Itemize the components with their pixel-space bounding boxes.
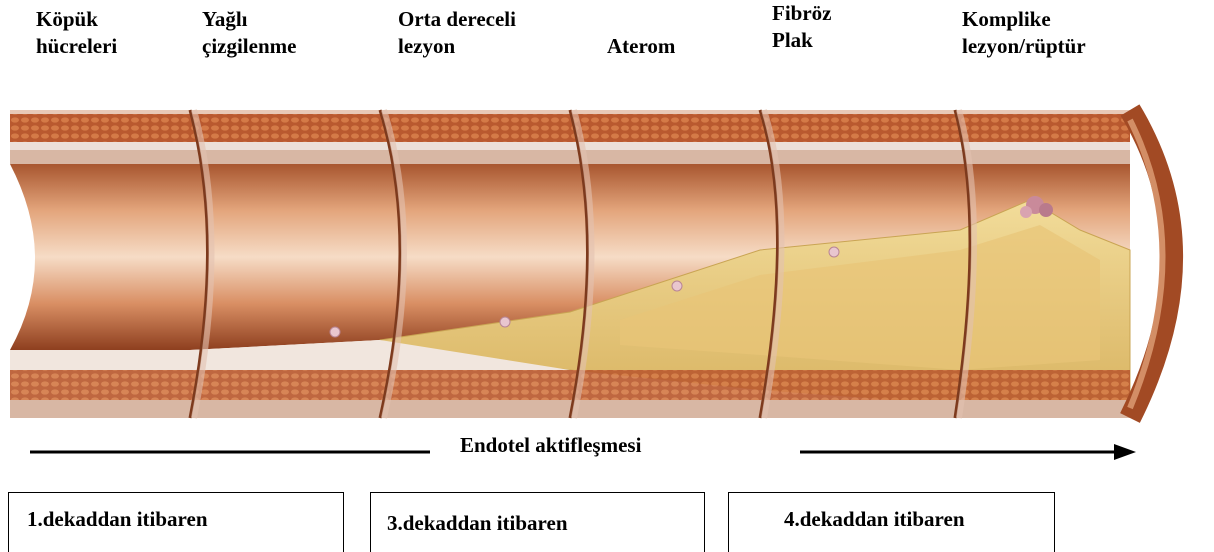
decade-label-1: 1.dekaddan itibaren xyxy=(27,507,208,531)
stage-label-intermediate: Orta dereceli lezyon xyxy=(398,6,516,60)
decade-box-1: 1.dekaddan itibaren xyxy=(8,492,344,552)
stage-label-atheroma: Aterom xyxy=(607,33,675,60)
stage-label-foam-cells: Köpük hücreleri xyxy=(36,6,117,60)
vessel-cross-section-end xyxy=(1130,110,1172,418)
decade-label-3: 3.dekaddan itibaren xyxy=(387,511,568,535)
stage-label-fibrous-plaque: Fibröz Plak xyxy=(772,0,831,54)
artery-illustration xyxy=(0,100,1214,430)
decade-box-3: 3.dekaddan itibaren xyxy=(370,492,705,552)
stage-label-complicated-lesion: Komplike lezyon/rüptür xyxy=(962,6,1086,60)
decade-label-4: 4.dekaddan itibaren xyxy=(784,507,965,531)
stage-label-fatty-streak: Yağlı çizgilenme xyxy=(202,6,296,60)
decade-box-4: 4.dekaddan itibaren xyxy=(728,492,1055,552)
arrow-head xyxy=(1114,444,1136,460)
endothelial-activation-label: Endotel aktifleşmesi xyxy=(460,433,641,458)
